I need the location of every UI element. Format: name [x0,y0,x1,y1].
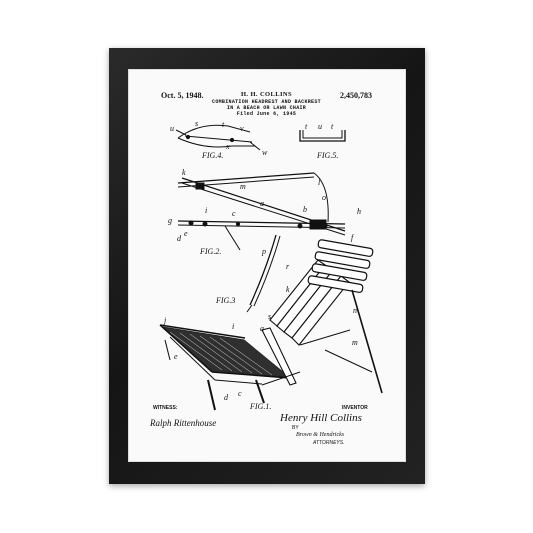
fig1-drawing [159,239,383,411]
part-label: b [303,205,307,214]
part-label: m [352,338,358,347]
by-label: BY [292,425,299,431]
part-label: m [240,182,246,191]
part-label: a [260,324,264,333]
part-label: c [238,389,242,398]
part-label: f [351,233,354,242]
fig1-label: FIG.1. [250,402,272,411]
part-label: e [174,352,178,361]
fig5-label: FIG.5. [317,151,339,160]
part-label: l [318,178,321,187]
fig3-drawing [246,234,281,313]
part-label: k [286,285,290,294]
inventor-header: H. H. COLLINS [240,91,293,98]
part-label: p [262,247,266,256]
part-label: i [205,206,208,215]
patent-title-line-1: COMBINATION HEADREST AND BACKREST [212,99,321,105]
fig2-drawing [177,172,346,251]
part-label: u [170,124,174,133]
inventor-signature: Henry Hill Collins [280,412,362,424]
fig4-label: FIG.4. [202,151,224,160]
part-label: n [353,306,357,315]
part-label: s [195,119,199,128]
part-label: j [164,316,167,325]
part-label: k [182,168,186,177]
part-label: d [177,234,181,243]
part-label: t [222,120,225,129]
part-label: g [168,216,172,225]
witness-label: WITNESS: [153,405,178,411]
part-label: s [268,312,272,321]
part-label: t [305,122,308,131]
fig3-label: FIG.3 [216,296,236,305]
patent-filed-date: Filed June 6, 1945 [236,111,297,117]
part-label: e [184,229,188,238]
patent-number: 2,450,783 [340,91,372,100]
part-label: o [322,193,326,202]
part-label: h [357,207,361,216]
part-label: i [232,322,235,331]
part-label: v [240,124,244,133]
patent-title-line-2: IN A BEACH OR LAWN CHAIR [226,105,307,111]
attorney-signature: Brown & Hendricks [296,432,345,438]
part-label: d [224,393,228,402]
attorneys-label: ATTORNEYS. [313,440,345,446]
witness-signature: Ralph Rittenhouse [150,418,217,428]
patent-date: Oct. 5, 1948. [161,91,204,100]
part-label: r [286,262,290,271]
part-label: w [262,148,268,157]
part-label: x [226,142,230,151]
fig2-label: FIG.2. [200,247,222,256]
part-label: u [318,122,322,131]
part-label: a [260,199,264,208]
inventor-label: INVENTOR [342,405,368,411]
part-label: t [331,122,334,131]
fig5-drawing [299,130,346,142]
fig4-drawing [175,124,261,151]
part-label: c [232,209,236,218]
